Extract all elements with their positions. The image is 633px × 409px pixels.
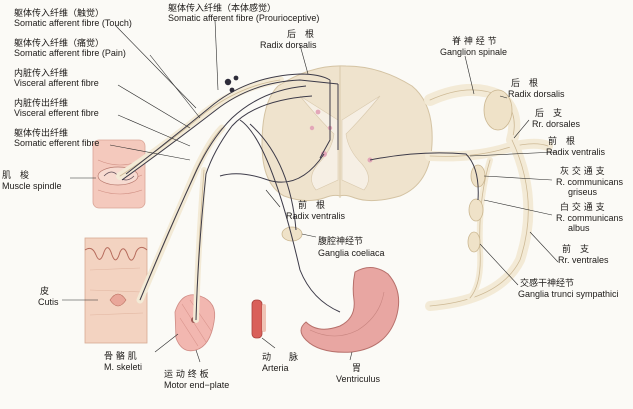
nerve-fibres: [121, 73, 479, 321]
visceral-afferent-zh: 内脏传入纤维: [14, 67, 68, 79]
white-communicans-en1: R. communicans: [556, 213, 624, 223]
label-coeliac-ganglia: 腹腔神经节 Ganglia coeliaca: [318, 235, 385, 258]
label-dorsal-rami: 后 支 Rr. dorsales: [532, 107, 581, 129]
motor-end-plate-zh: 运 动 终 板: [164, 368, 209, 380]
somatic-proprio-en: Somatic afferent fibre (Prourioceptive): [168, 13, 319, 23]
ventral-root-en: Radix ventralis: [286, 211, 346, 221]
label-somatic-efferent: 躯体传出纤维 Somatic efferent fibre: [14, 127, 99, 148]
artery-zh: 动 脉: [262, 351, 298, 363]
artery-en: Arteria: [262, 363, 289, 373]
cutis-zh: 皮: [40, 285, 49, 297]
grey-communicans-en2: griseus: [568, 187, 598, 197]
somatic-touch-en: Somatic afferent fibre (Touch): [14, 18, 132, 28]
somatic-pain-en: Somatic afferent fibre (Pain): [14, 48, 126, 58]
spinal-ganglion-en: Ganglion spinale: [440, 47, 507, 57]
label-visceral-efferent: 内脏传出纤维 Visceral efferent fibre: [14, 97, 99, 118]
fibre-end-dots: [224, 75, 239, 93]
somatic-proprio-zh: 躯体传入纤维（本体感觉）: [168, 2, 276, 14]
label-motor-end-plate: 运 动 终 板 Motor end−plate: [164, 368, 229, 390]
muscle-spindle-en: Muscle spindle: [2, 181, 62, 191]
ventral-root2-zh: 前 根: [548, 135, 575, 147]
label-sympathetic-ganglia: 交感干神经节 Ganglia trunci sympathici: [518, 277, 619, 299]
label-somatic-pain: 躯体传入纤维（痛觉） Somatic afferent fibre (Pain): [14, 37, 126, 58]
cutis-en: Cutis: [38, 297, 59, 307]
spinal-ganglion: [483, 89, 513, 131]
ventral-rami-zh: 前 支: [562, 243, 589, 255]
dorsal-root-en: Radix dorsalis: [260, 40, 317, 50]
skeletal-muscle-en: M. skeleti: [104, 362, 142, 372]
ventral-rami-en: Rr. ventrales: [558, 255, 609, 265]
label-ventral-rami: 前 支 Rr. ventrales: [558, 243, 609, 265]
sympathetic-ganglia-zh: 交感干神经节: [520, 277, 574, 289]
coeliac-ganglia-en: Ganglia coeliaca: [318, 248, 385, 258]
spinal-cord-figure: [261, 65, 433, 202]
visceral-efferent-en: Visceral efferent fibre: [14, 108, 99, 118]
somatic-efferent-zh: 躯体传出纤维: [14, 127, 68, 139]
dorsal-root-zh: 后 根: [287, 28, 314, 40]
grey-communicans-en1: R. communicans: [556, 177, 624, 187]
label-muscle-spindle: 肌 梭 Muscle spindle: [2, 169, 62, 191]
label-spinal-ganglion: 脊 神 经 节 Ganglion spinale: [440, 35, 507, 57]
leader-lines: [62, 19, 559, 363]
label-somatic-touch: 躯体传入纤维（触觉） Somatic afferent fibre (Touch…: [14, 7, 132, 28]
label-ventral-root: 前 根 Radix ventralis: [286, 199, 346, 221]
label-dorsal-root-2: 后 根 Radix dorsalis: [508, 77, 565, 99]
somatic-touch-zh: 躯体传入纤维（触觉）: [14, 7, 104, 19]
label-skeletal-muscle: 骨 骼 肌 M. skeleti: [104, 350, 142, 372]
label-ventral-root-2: 前 根 Radix ventralis: [546, 135, 606, 157]
motor-end-plate-en: Motor end−plate: [164, 380, 229, 390]
stomach-figure: [300, 267, 400, 353]
label-grey-communicans: 灰 交 通 支 R. communicans griseus: [556, 165, 624, 197]
ventral-root2-en: Radix ventralis: [546, 147, 606, 157]
sympathetic-ganglia-en: Ganglia trunci sympathici: [518, 289, 619, 299]
dorsal-rami-en: Rr. dorsales: [532, 119, 581, 129]
label-somatic-proprio: 躯体传入纤维（本体感觉） Somatic afferent fibre (Pro…: [168, 2, 319, 23]
dorsal-root2-en: Radix dorsalis: [508, 89, 565, 99]
ventral-root-zh: 前 根: [298, 199, 325, 211]
visceral-efferent-zh: 内脏传出纤维: [14, 97, 68, 109]
label-cutis: 皮 Cutis: [38, 285, 59, 307]
artery-figure: [251, 299, 266, 339]
label-dorsal-root: 后 根 Radix dorsalis: [260, 28, 317, 50]
sympathetic-chain: [467, 164, 486, 253]
grey-communicans-zh: 灰 交 通 支: [560, 165, 605, 177]
label-white-communicans: 白 交 通 支 R. communicans albus: [556, 201, 624, 233]
stomach-en: Ventriculus: [336, 374, 381, 384]
visceral-afferent-en: Visceral afferent fibre: [14, 78, 99, 88]
somatic-pain-zh: 躯体传入纤维（痛觉）: [14, 37, 104, 49]
white-communicans-zh: 白 交 通 支: [560, 201, 605, 213]
skeletal-muscle-zh: 骨 骼 肌: [104, 350, 137, 362]
label-artery: 动 脉 Arteria: [262, 351, 298, 373]
somatic-efferent-en: Somatic efferent fibre: [14, 138, 99, 148]
spinal-ganglion-zh: 脊 神 经 节: [452, 35, 497, 47]
coeliac-ganglia-zh: 腹腔神经节: [318, 235, 363, 247]
cutis-figure: [84, 237, 148, 344]
muscle-spindle-zh: 肌 梭: [2, 169, 29, 181]
label-visceral-afferent: 内脏传入纤维 Visceral afferent fibre: [14, 67, 99, 88]
label-stomach: 胃 Ventriculus: [336, 363, 381, 384]
dorsal-root2-zh: 后 根: [511, 77, 538, 89]
stomach-zh: 胃: [352, 363, 361, 374]
dorsal-rami-zh: 后 支: [535, 107, 562, 119]
white-communicans-en2: albus: [568, 223, 590, 233]
